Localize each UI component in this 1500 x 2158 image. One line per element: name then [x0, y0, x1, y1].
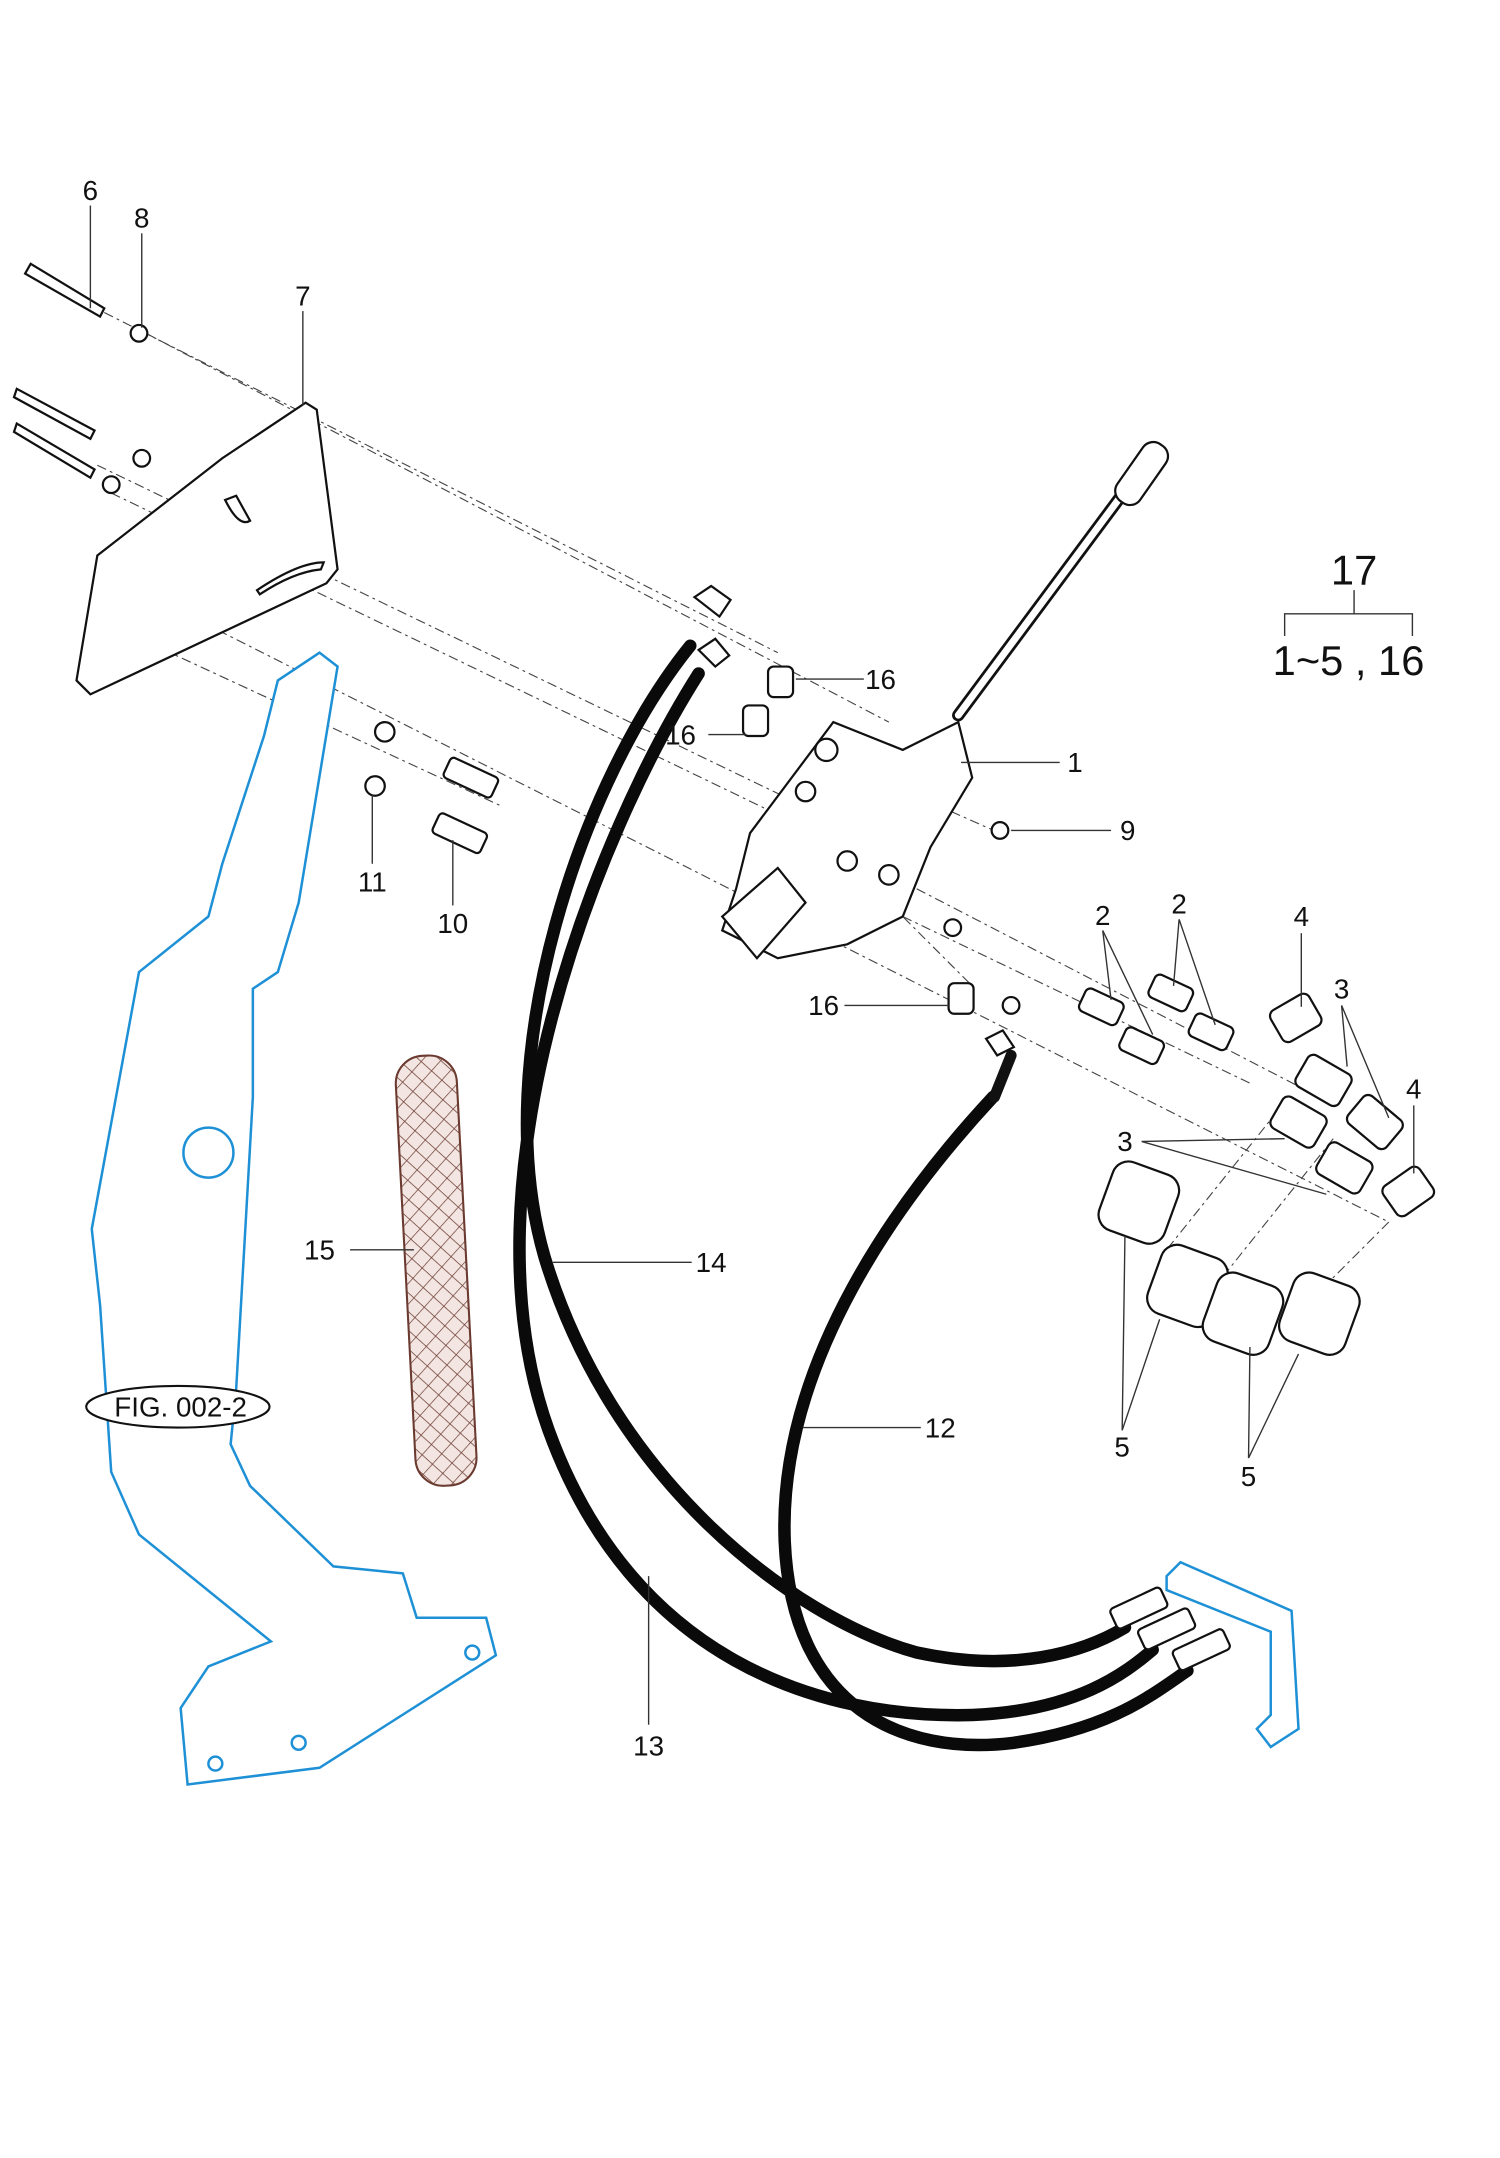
- callout-labels: 6 8 7 16 16 1 9 11 10 2 2 4 3 16 4 3 15 …: [83, 175, 1425, 1761]
- frame-hole: [207, 1755, 224, 1772]
- hose-12-end: [988, 1049, 1017, 1103]
- protective-caps-5: [1097, 1160, 1361, 1356]
- leader-lines: [89, 205, 1415, 1725]
- callout-10: 10: [437, 908, 468, 939]
- callout-3a: 3: [1334, 973, 1349, 1004]
- hose-14: [520, 639, 1132, 1668]
- callout-5b: 5: [1241, 1461, 1256, 1492]
- callout-11: 11: [358, 867, 387, 898]
- callout-16b: 16: [665, 719, 696, 750]
- protective-sleeve: [394, 1054, 478, 1487]
- callout-1: 1: [1067, 747, 1082, 778]
- mounting-plate: [75, 401, 339, 696]
- callout-16a: 16: [865, 664, 896, 695]
- callout-6: 6: [83, 175, 98, 206]
- coupler-bracket: [1165, 1560, 1300, 1749]
- hose-12: [778, 1090, 1194, 1752]
- callout-7: 7: [295, 281, 310, 312]
- callout-2a: 2: [1095, 900, 1110, 931]
- callout-14: 14: [696, 1247, 727, 1278]
- callout-4b: 4: [1406, 1073, 1421, 1104]
- frame-bushing: [182, 1126, 235, 1179]
- callout-16c: 16: [808, 990, 839, 1021]
- callout-8: 8: [134, 203, 149, 234]
- frame-hole: [464, 1644, 481, 1661]
- callout-4a: 4: [1294, 901, 1309, 932]
- frame-reference-outline: [90, 651, 498, 1786]
- assembly-includes: 1~5 , 16: [1273, 637, 1425, 684]
- frame-hole: [290, 1734, 307, 1751]
- hose-couplers: [1109, 1586, 1231, 1672]
- callout-12: 12: [925, 1412, 956, 1443]
- fittings-16: [692, 584, 1016, 1057]
- plate-slot: [223, 494, 326, 596]
- callout-3b: 3: [1117, 1126, 1132, 1157]
- callout-15: 15: [304, 1235, 335, 1266]
- fittings-2-3-4: [1077, 973, 1436, 1218]
- callout-9: 9: [1120, 815, 1135, 846]
- control-valve: [720, 440, 1170, 1015]
- callout-2b: 2: [1171, 889, 1186, 920]
- figure-reference-text[interactable]: FIG. 002-2: [114, 1391, 247, 1422]
- hose-13: [513, 667, 1159, 1722]
- assembly-number: 17: [1331, 547, 1377, 594]
- callout-13: 13: [633, 1730, 664, 1761]
- bolts: [12, 262, 500, 855]
- figure-reference-link[interactable]: [85, 1384, 271, 1429]
- callout-5a: 5: [1114, 1432, 1129, 1463]
